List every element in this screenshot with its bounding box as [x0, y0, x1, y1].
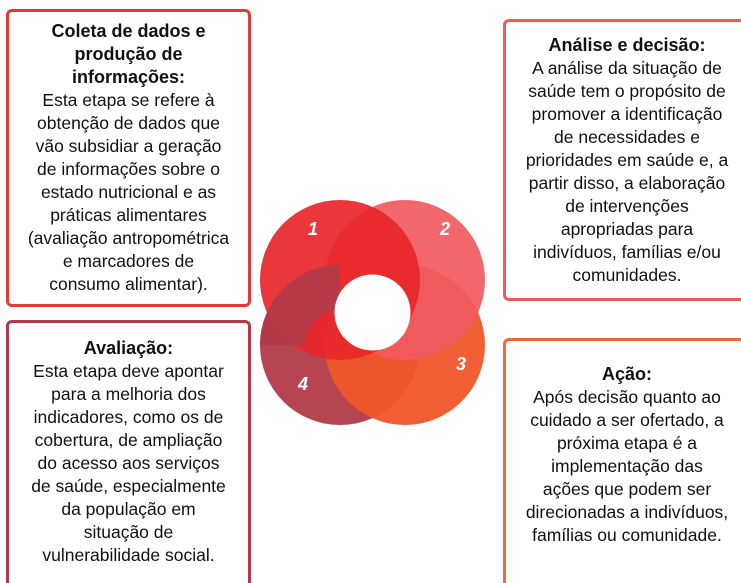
- step-4-description: Esta etapa deve apontar para a melhoria …: [31, 361, 226, 565]
- step-2-number: 2: [439, 219, 450, 239]
- step-1-title: Coleta de dados e produção de informaçõe…: [51, 21, 206, 87]
- step-1-description: Esta etapa se refere à obtenção de dados…: [27, 90, 230, 294]
- step-3-number: 3: [456, 354, 466, 374]
- step-3-description: Após decisão quanto ao cuidado a ser ofe…: [525, 387, 729, 545]
- step-1-number: 1: [308, 219, 318, 239]
- step-2-box: Análise e decisão: A análise da situação…: [503, 19, 741, 301]
- step-4-number: 4: [297, 374, 308, 394]
- center-hole: [334, 274, 411, 351]
- step-3-title: Ação:: [601, 364, 652, 384]
- cycle-diagram: 1 2 3 4: [260, 200, 485, 425]
- step-1-box: Coleta de dados e produção de informaçõe…: [6, 9, 251, 307]
- step-4-box: Avaliação: Esta etapa deve apontar para …: [6, 320, 251, 583]
- step-3-box: Ação: Após decisão quanto ao cuidado a s…: [503, 338, 741, 583]
- segment-4-overlap: [260, 265, 340, 345]
- step-2-title: Análise e decisão:: [548, 34, 706, 55]
- step-4-title: Avaliação:: [83, 338, 174, 358]
- step-2-description: A análise da situação de saúde tem o pro…: [525, 57, 729, 285]
